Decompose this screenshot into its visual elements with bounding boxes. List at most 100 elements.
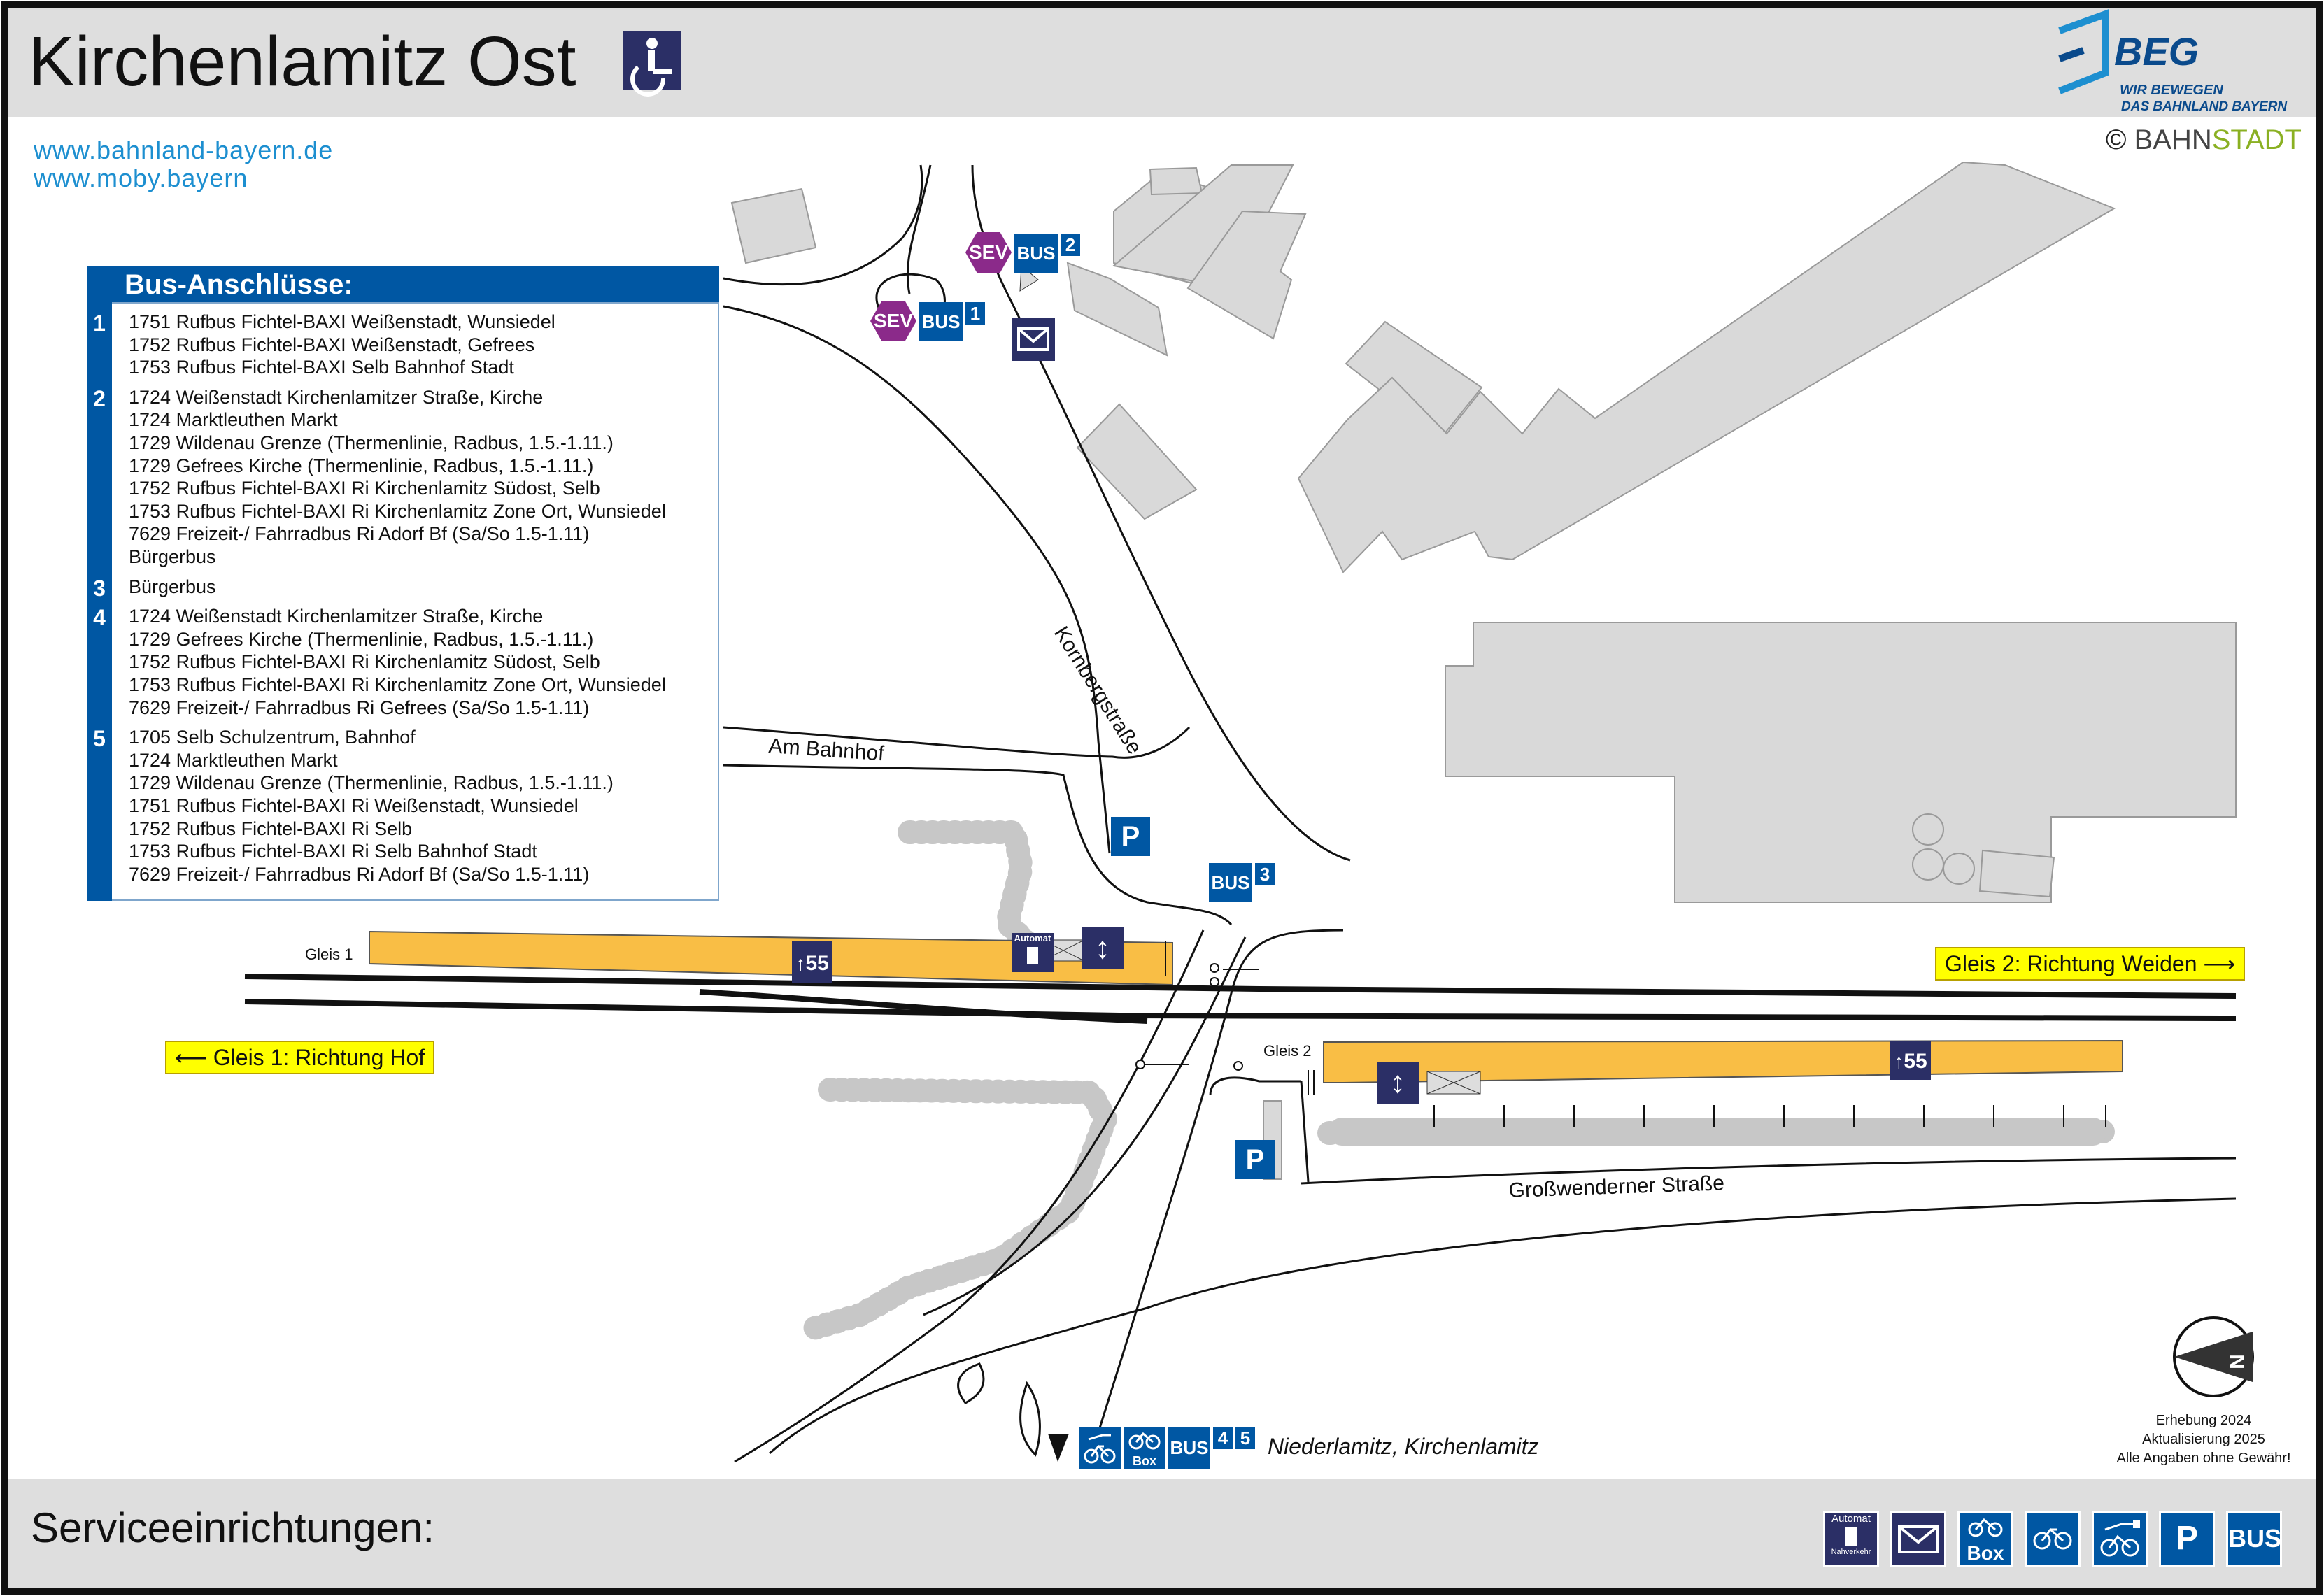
building [730,187,817,264]
credits-disclaimer: Alle Angaben ohne Gewähr! [2116,1451,2291,1466]
bus-line-entry: 1752 Rufbus Fichtel-BAXI Weißenstadt, Ge… [129,334,535,355]
credits: Erhebung 2024 Aktualisierung 2025 Alle A… [2106,1411,2302,1468]
direction-gleis-1-text: Gleis 1: Richtung Hof [213,1045,425,1070]
bus-line-entry: 1729 Gefrees Kirche (Thermenlinie, Radbu… [129,455,594,476]
stairs-access-icon: ↕ [1082,927,1124,969]
tree-row [898,820,1040,956]
bus-stop-5-number: 5 [1235,1427,1255,1449]
ticket-machine-icon: Automat [1012,933,1054,972]
link-moby-bayern[interactable]: www.moby.bayern [34,164,248,192]
header-band [4,4,2320,117]
island [1019,1381,1041,1457]
building [1076,403,1198,520]
road [723,305,1111,854]
buildings [730,161,2237,1180]
road [1209,1076,1301,1096]
arrow-up-icon: ↑ [1894,1050,1904,1072]
road-south [734,929,1205,1463]
beg-logo-graphic [2058,8,2109,94]
building-long [1297,161,2116,573]
bus-line-entry: 1751 Rufbus Fichtel-BAXI Ri Weißenstadt,… [129,795,579,816]
building [1186,210,1307,340]
platform-height-gleis-1-value: 55 [805,952,829,975]
bus-line-entry: Bürgerbus [129,546,216,567]
bus-line-entry: 1705 Selb Schulzentrum, Bahnhof [129,727,416,748]
platform-height-gleis-2: ↑55 [1890,1041,1931,1080]
road [906,164,932,294]
bus-stop-number: 3 [93,575,106,601]
bus-line-entry: 1753 Rufbus Fichtel-BAXI Ri Kirchenlamit… [129,500,666,522]
bus-stop-2-number: 2 [1061,234,1080,256]
building [1149,166,1203,196]
parking-icon: P [1235,1140,1275,1179]
bus-line-entry: Bürgerbus [129,576,216,597]
arrow-up-icon: ↑ [795,953,806,974]
bus-stop-number: 5 [93,726,106,752]
compass-north-label: N [2225,1354,2249,1369]
bus-line-entry: 1753 Rufbus Fichtel-BAXI Ri Kirchenlamit… [129,674,666,695]
credits-update: Aktualisierung 2025 [2142,1432,2265,1447]
page-title: Kirchenlamitz Ost [28,22,576,101]
bus-line-entry: 1752 Rufbus Fichtel-BAXI Ri Selb [129,818,413,839]
legend-mailbox-icon [1890,1511,1946,1567]
bus-stop-3-number: 3 [1255,863,1275,885]
compass [2173,1316,2254,1397]
track-switch [699,989,1148,1024]
tank [1912,813,1944,846]
bus-stop-number: 2 [93,385,106,411]
beg-logo: BEG [2114,31,2199,73]
road-grosswendern-south [769,1197,2237,1455]
legend-parking-icon: P [2159,1511,2215,1567]
bike-box-icon: Box [1124,1427,1165,1469]
service-title: Serviceeinrichtungen: [31,1504,435,1551]
tree-row [800,1078,1117,1341]
bus-line-entry: 1729 Wildenau Grenze (Thermenlinie, Radb… [129,772,614,794]
direction-arrow [1048,1434,1069,1462]
bus-stop-number: 1 [93,311,106,336]
legend-bike-box-label: Box [1967,1542,2004,1564]
tree-fill [1329,1118,2106,1146]
bus-connections-title: Bus-Anschlüsse: [87,266,719,302]
building [1066,262,1168,357]
road [723,164,923,286]
road-parking [723,764,1233,926]
direction-gleis-2: Gleis 2: Richtung Weiden ⟶ [1935,947,2246,981]
arrow-left-icon: ⟵ [175,1045,213,1070]
copyright-symbol: © [2106,124,2127,155]
bus-stop-2-icon: BUS [1014,234,1058,273]
arrow-right-icon: ⟶ [2197,951,2236,976]
legend-bike-box-icon: Box [1957,1511,2013,1567]
legend-ticket-machine-icon: Automat Nahverkehr [1823,1511,1879,1567]
bus-line-entry: 1724 Weißenstadt Kirchenlamitzer Straße,… [129,386,544,408]
bus-stop-4-5-icon: BUS [1168,1427,1210,1469]
building [1978,849,2055,898]
bus-line-entry: 1729 Gefrees Kirche (Thermenlinie, Radbu… [129,628,594,650]
road [1300,1081,1310,1183]
railway-tracks [244,974,2237,1024]
bus-stop-3-icon: BUS [1209,863,1252,902]
bus-line-entry: 1724 Marktleuthen Markt [129,749,338,771]
gleis-1-label: Gleis 1 [305,946,353,963]
platform-height-gleis-1: ↑55 [792,941,832,983]
bus-line-entry: 1752 Rufbus Fichtel-BAXI Ri Kirchenlamit… [129,478,600,499]
track-1 [244,974,2237,999]
wheelchair-figure [630,38,672,97]
beg-tagline-1: WIR BEWEGEN [2120,83,2223,98]
bus-line-entry: 1729 Wildenau Grenze (Thermenlinie, Radb… [129,432,614,453]
legend-ticket-top: Automat [1831,1513,1871,1525]
bus-line-entry: 7629 Freizeit-/ Fahrradbus Ri Gefrees (S… [129,697,590,718]
platform-gleis-1 [369,930,1173,986]
bus-stop-1-number: 1 [965,302,985,325]
bus-line-entry: 1753 Rufbus Fichtel-BAXI Ri Selb Bahnhof… [129,841,537,862]
beg-tagline-2: DAS BAHNLAND BAYERN [2121,99,2288,114]
track-2 [244,999,2237,1021]
link-bahnland-bayern[interactable]: www.bahnland-bayern.de [34,136,334,164]
direction-gleis-2-text: Gleis 2: Richtung Weiden [1945,951,2197,976]
road-grosswendern [1301,1157,2237,1185]
stairs-access-icon: ↕ [1377,1062,1419,1104]
copyright-bahn: BAHN [2134,124,2212,155]
gleis-2-label: Gleis 2 [1263,1042,1312,1060]
legend-bike-parking-icon [2025,1511,2081,1567]
bus-line-entry: 1751 Rufbus Fichtel-BAXI Weißenstadt, Wu… [129,311,555,332]
bus-connections-strip [87,302,112,901]
